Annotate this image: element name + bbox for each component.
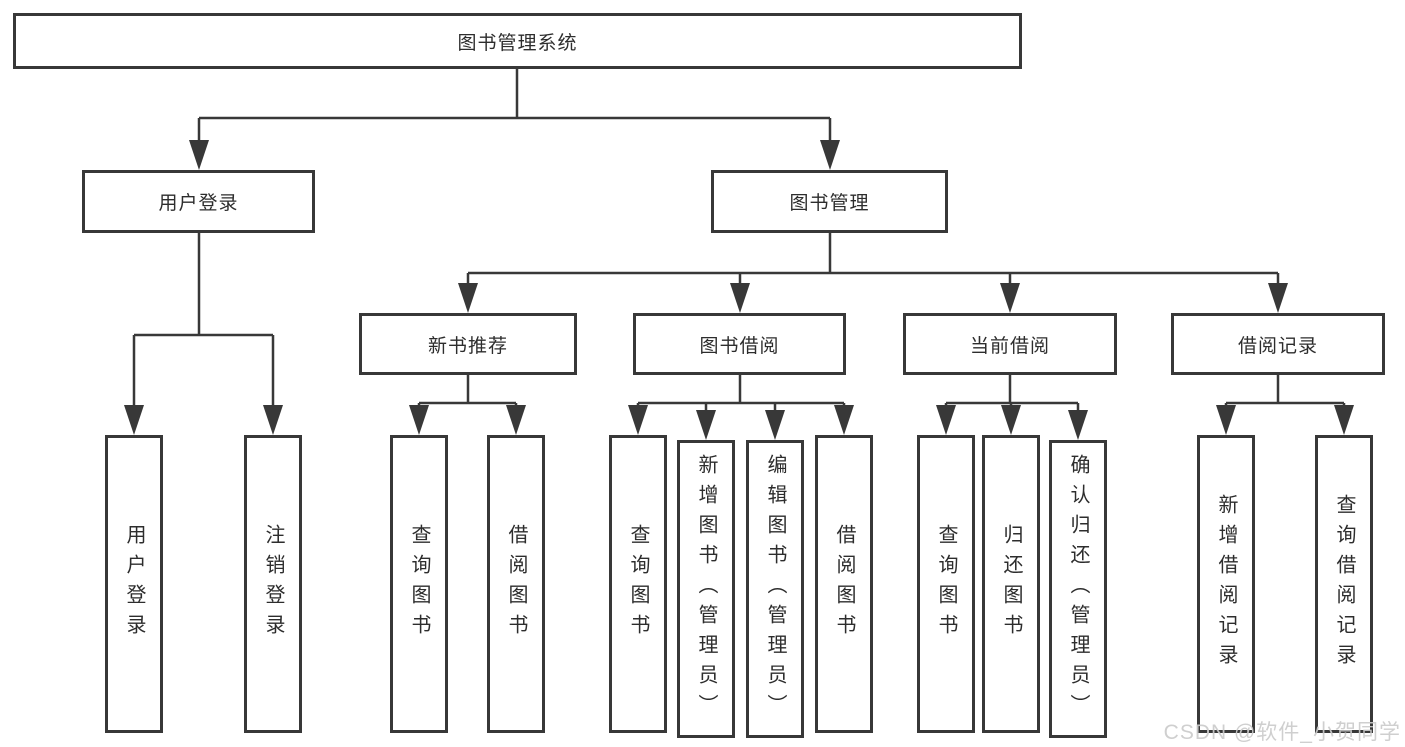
node-current-borrow: 当前借阅	[903, 313, 1117, 375]
leaf-cb-return-books-label: 归还图书	[1000, 524, 1022, 644]
node-root-label: 图书管理系统	[457, 32, 578, 54]
leaf-logout-label: 注销登录	[262, 524, 284, 644]
leaf-rec-query-books: 查询图书	[390, 435, 448, 733]
leaf-bb-add-books-label: 新增图书（管理员）	[695, 454, 717, 724]
node-borrow-records: 借阅记录	[1171, 313, 1385, 375]
leaf-bb-edit-books-label: 编辑图书（管理员）	[764, 454, 786, 724]
node-book-borrow-label: 图书借阅	[699, 335, 780, 357]
node-user-login: 用户登录	[82, 170, 315, 233]
node-borrow-records-label: 借阅记录	[1237, 335, 1318, 357]
leaf-bb-query-books: 查询图书	[609, 435, 667, 733]
leaf-user-login: 用户登录	[105, 435, 163, 733]
node-book-management: 图书管理	[711, 170, 948, 233]
node-user-login-label: 用户登录	[158, 193, 239, 214]
leaf-cb-return-books: 归还图书	[982, 435, 1040, 733]
leaf-bb-add-books: 新增图书（管理员）	[677, 440, 735, 738]
leaf-cb-query-books: 查询图书	[917, 435, 975, 733]
leaf-bb-borrow-books: 借阅图书	[815, 435, 873, 733]
leaf-rec-borrow-books-label: 借阅图书	[505, 524, 527, 644]
leaf-cb-confirm-return-label: 确认归还（管理员）	[1067, 454, 1089, 724]
node-new-book-recommend: 新书推荐	[359, 313, 577, 375]
node-current-borrow-label: 当前借阅	[969, 335, 1050, 357]
node-root: 图书管理系统	[13, 13, 1022, 69]
leaf-rec-borrow-books: 借阅图书	[487, 435, 545, 733]
leaf-rec-query-books-label: 查询图书	[408, 524, 430, 644]
node-new-book-recommend-label: 新书推荐	[427, 335, 508, 357]
leaf-br-add-record: 新增借阅记录	[1197, 435, 1255, 733]
leaf-bb-query-books-label: 查询图书	[627, 524, 649, 644]
csdn-watermark: CSDN @软件_小贺同学	[1163, 721, 1401, 744]
leaf-cb-query-books-label: 查询图书	[935, 524, 957, 644]
node-book-borrow: 图书借阅	[633, 313, 846, 375]
leaf-bb-edit-books: 编辑图书（管理员）	[746, 440, 804, 738]
leaf-bb-borrow-books-label: 借阅图书	[833, 524, 855, 644]
leaf-br-query-record: 查询借阅记录	[1315, 435, 1373, 733]
leaf-br-add-record-label: 新增借阅记录	[1215, 494, 1237, 674]
node-book-management-label: 图书管理	[789, 193, 870, 214]
leaf-logout: 注销登录	[244, 435, 302, 733]
leaf-user-login-label: 用户登录	[123, 524, 145, 644]
leaf-cb-confirm-return: 确认归还（管理员）	[1049, 440, 1107, 738]
leaf-br-query-record-label: 查询借阅记录	[1333, 494, 1355, 674]
